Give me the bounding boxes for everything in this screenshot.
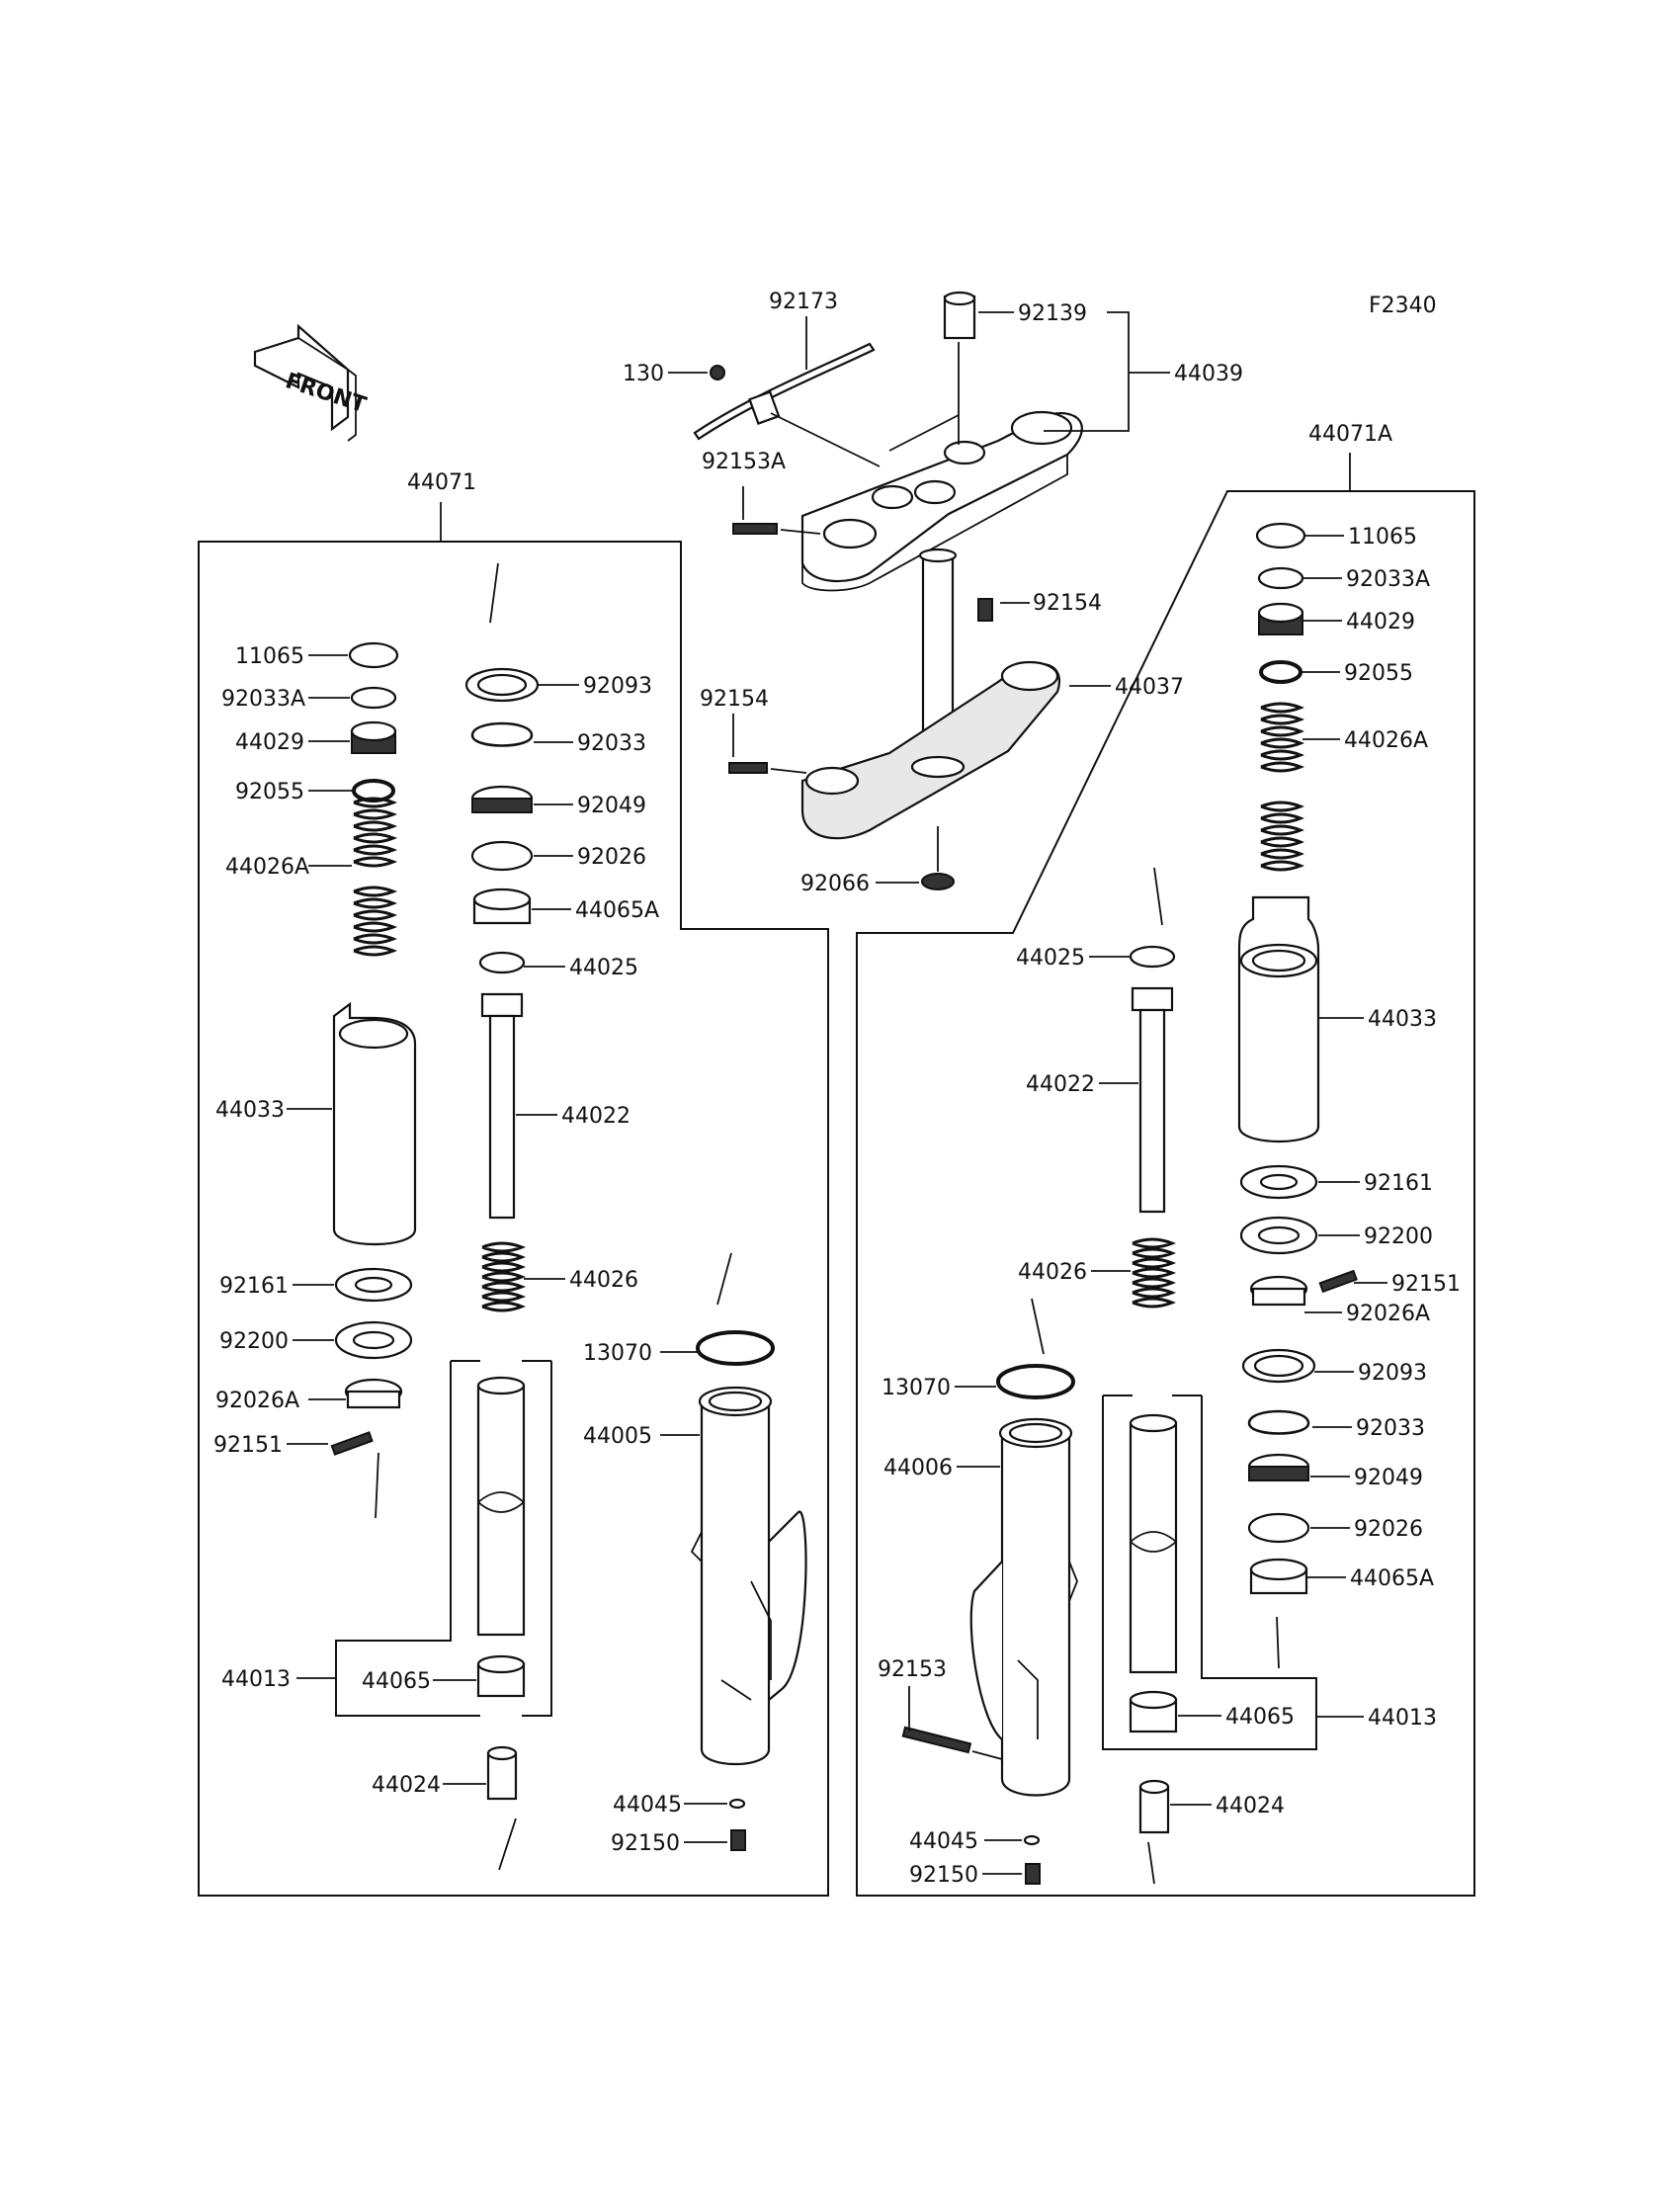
right-label-92151: 92151 (1391, 1272, 1461, 1297)
right-label-44033: 44033 (1368, 1007, 1437, 1032)
label-44039: 44039 (1174, 362, 1243, 386)
assembly-outline-left (198, 541, 829, 1897)
left-label-44024: 44024 (372, 1773, 441, 1798)
right-label-92049: 92049 (1354, 1466, 1423, 1490)
left-label-44045: 44045 (613, 1793, 682, 1817)
right-label-92026: 92026 (1354, 1517, 1423, 1542)
label-92066: 92066 (800, 872, 870, 896)
right-fork-group: 11065 92033A 44029 92055 44026A 44033 92… (878, 522, 1461, 1888)
left-label-92026A: 92026A (215, 1389, 299, 1413)
right-label-44065: 44065 (1225, 1705, 1295, 1730)
left-label-44026A: 44026A (225, 855, 309, 880)
right-label-44026: 44026 (1018, 1260, 1087, 1285)
left-label-44026: 44026 (569, 1268, 638, 1293)
right-label-92026A: 92026A (1346, 1302, 1430, 1326)
left-label-13070: 13070 (583, 1341, 652, 1366)
right-label-44006: 44006 (883, 1456, 953, 1480)
right-label-13070: 13070 (882, 1376, 951, 1400)
right-label-92033A: 92033A (1346, 567, 1430, 592)
right-label-92055: 92055 (1344, 661, 1413, 686)
left-label-92161: 92161 (219, 1274, 289, 1299)
right-label-92200: 92200 (1364, 1225, 1433, 1249)
right-label-44029: 44029 (1346, 610, 1415, 634)
assembly-outline-right (856, 490, 1475, 1897)
left-label-92033: 92033 (577, 731, 646, 756)
left-label-92055: 92055 (235, 780, 304, 804)
right-label-44013: 44013 (1368, 1706, 1437, 1731)
left-label-92026: 92026 (577, 845, 646, 870)
left-fork-group: 11065 92033A 44029 92055 44026A 44033 92… (213, 562, 807, 1871)
label-92154-bottom: 92154 (700, 687, 769, 712)
right-label-44045: 44045 (909, 1829, 978, 1854)
figure-code: F2340 (1369, 294, 1437, 318)
left-label-44022: 44022 (561, 1104, 630, 1129)
left-label-92200: 92200 (219, 1329, 289, 1354)
left-label-44065A: 44065A (575, 898, 659, 923)
label-44071: 44071 (407, 470, 476, 495)
left-label-92150: 92150 (611, 1831, 680, 1856)
right-label-44025: 44025 (1016, 946, 1085, 971)
lower-clamp-group: 92154 44037 92154 92066 (700, 548, 1184, 896)
left-label-44005: 44005 (583, 1424, 652, 1449)
left-label-44025: 44025 (569, 956, 638, 980)
right-label-11065: 11065 (1348, 525, 1417, 549)
label-92154-top: 92154 (1033, 591, 1102, 616)
top-clamp-group: 92173 130 92139 44039 92153A (623, 290, 1243, 592)
label-130: 130 (623, 362, 664, 386)
right-label-92033: 92033 (1356, 1416, 1425, 1441)
label-44037: 44037 (1115, 675, 1184, 700)
right-label-92093: 92093 (1358, 1361, 1427, 1386)
left-label-44065: 44065 (362, 1669, 431, 1694)
front-arrow-icon: FRONT (253, 323, 369, 442)
left-label-92151: 92151 (213, 1433, 283, 1458)
right-label-44026A: 44026A (1344, 728, 1428, 753)
right-label-44065A: 44065A (1350, 1566, 1434, 1591)
left-label-44013: 44013 (221, 1667, 291, 1692)
label-92139: 92139 (1018, 301, 1087, 326)
label-92153A: 92153A (702, 450, 786, 474)
left-label-92049: 92049 (577, 794, 646, 818)
right-label-92150: 92150 (909, 1863, 978, 1888)
right-label-44024: 44024 (1216, 1794, 1285, 1818)
left-label-44029: 44029 (235, 730, 304, 755)
left-label-44033: 44033 (215, 1098, 285, 1123)
label-44071A: 44071A (1308, 422, 1392, 447)
label-92173: 92173 (769, 290, 838, 314)
right-label-92161: 92161 (1364, 1171, 1433, 1196)
left-label-11065: 11065 (235, 644, 304, 669)
right-label-92153: 92153 (878, 1657, 947, 1682)
left-label-92033A: 92033A (221, 687, 305, 712)
left-label-92093: 92093 (583, 674, 652, 699)
right-label-44022: 44022 (1026, 1072, 1095, 1097)
